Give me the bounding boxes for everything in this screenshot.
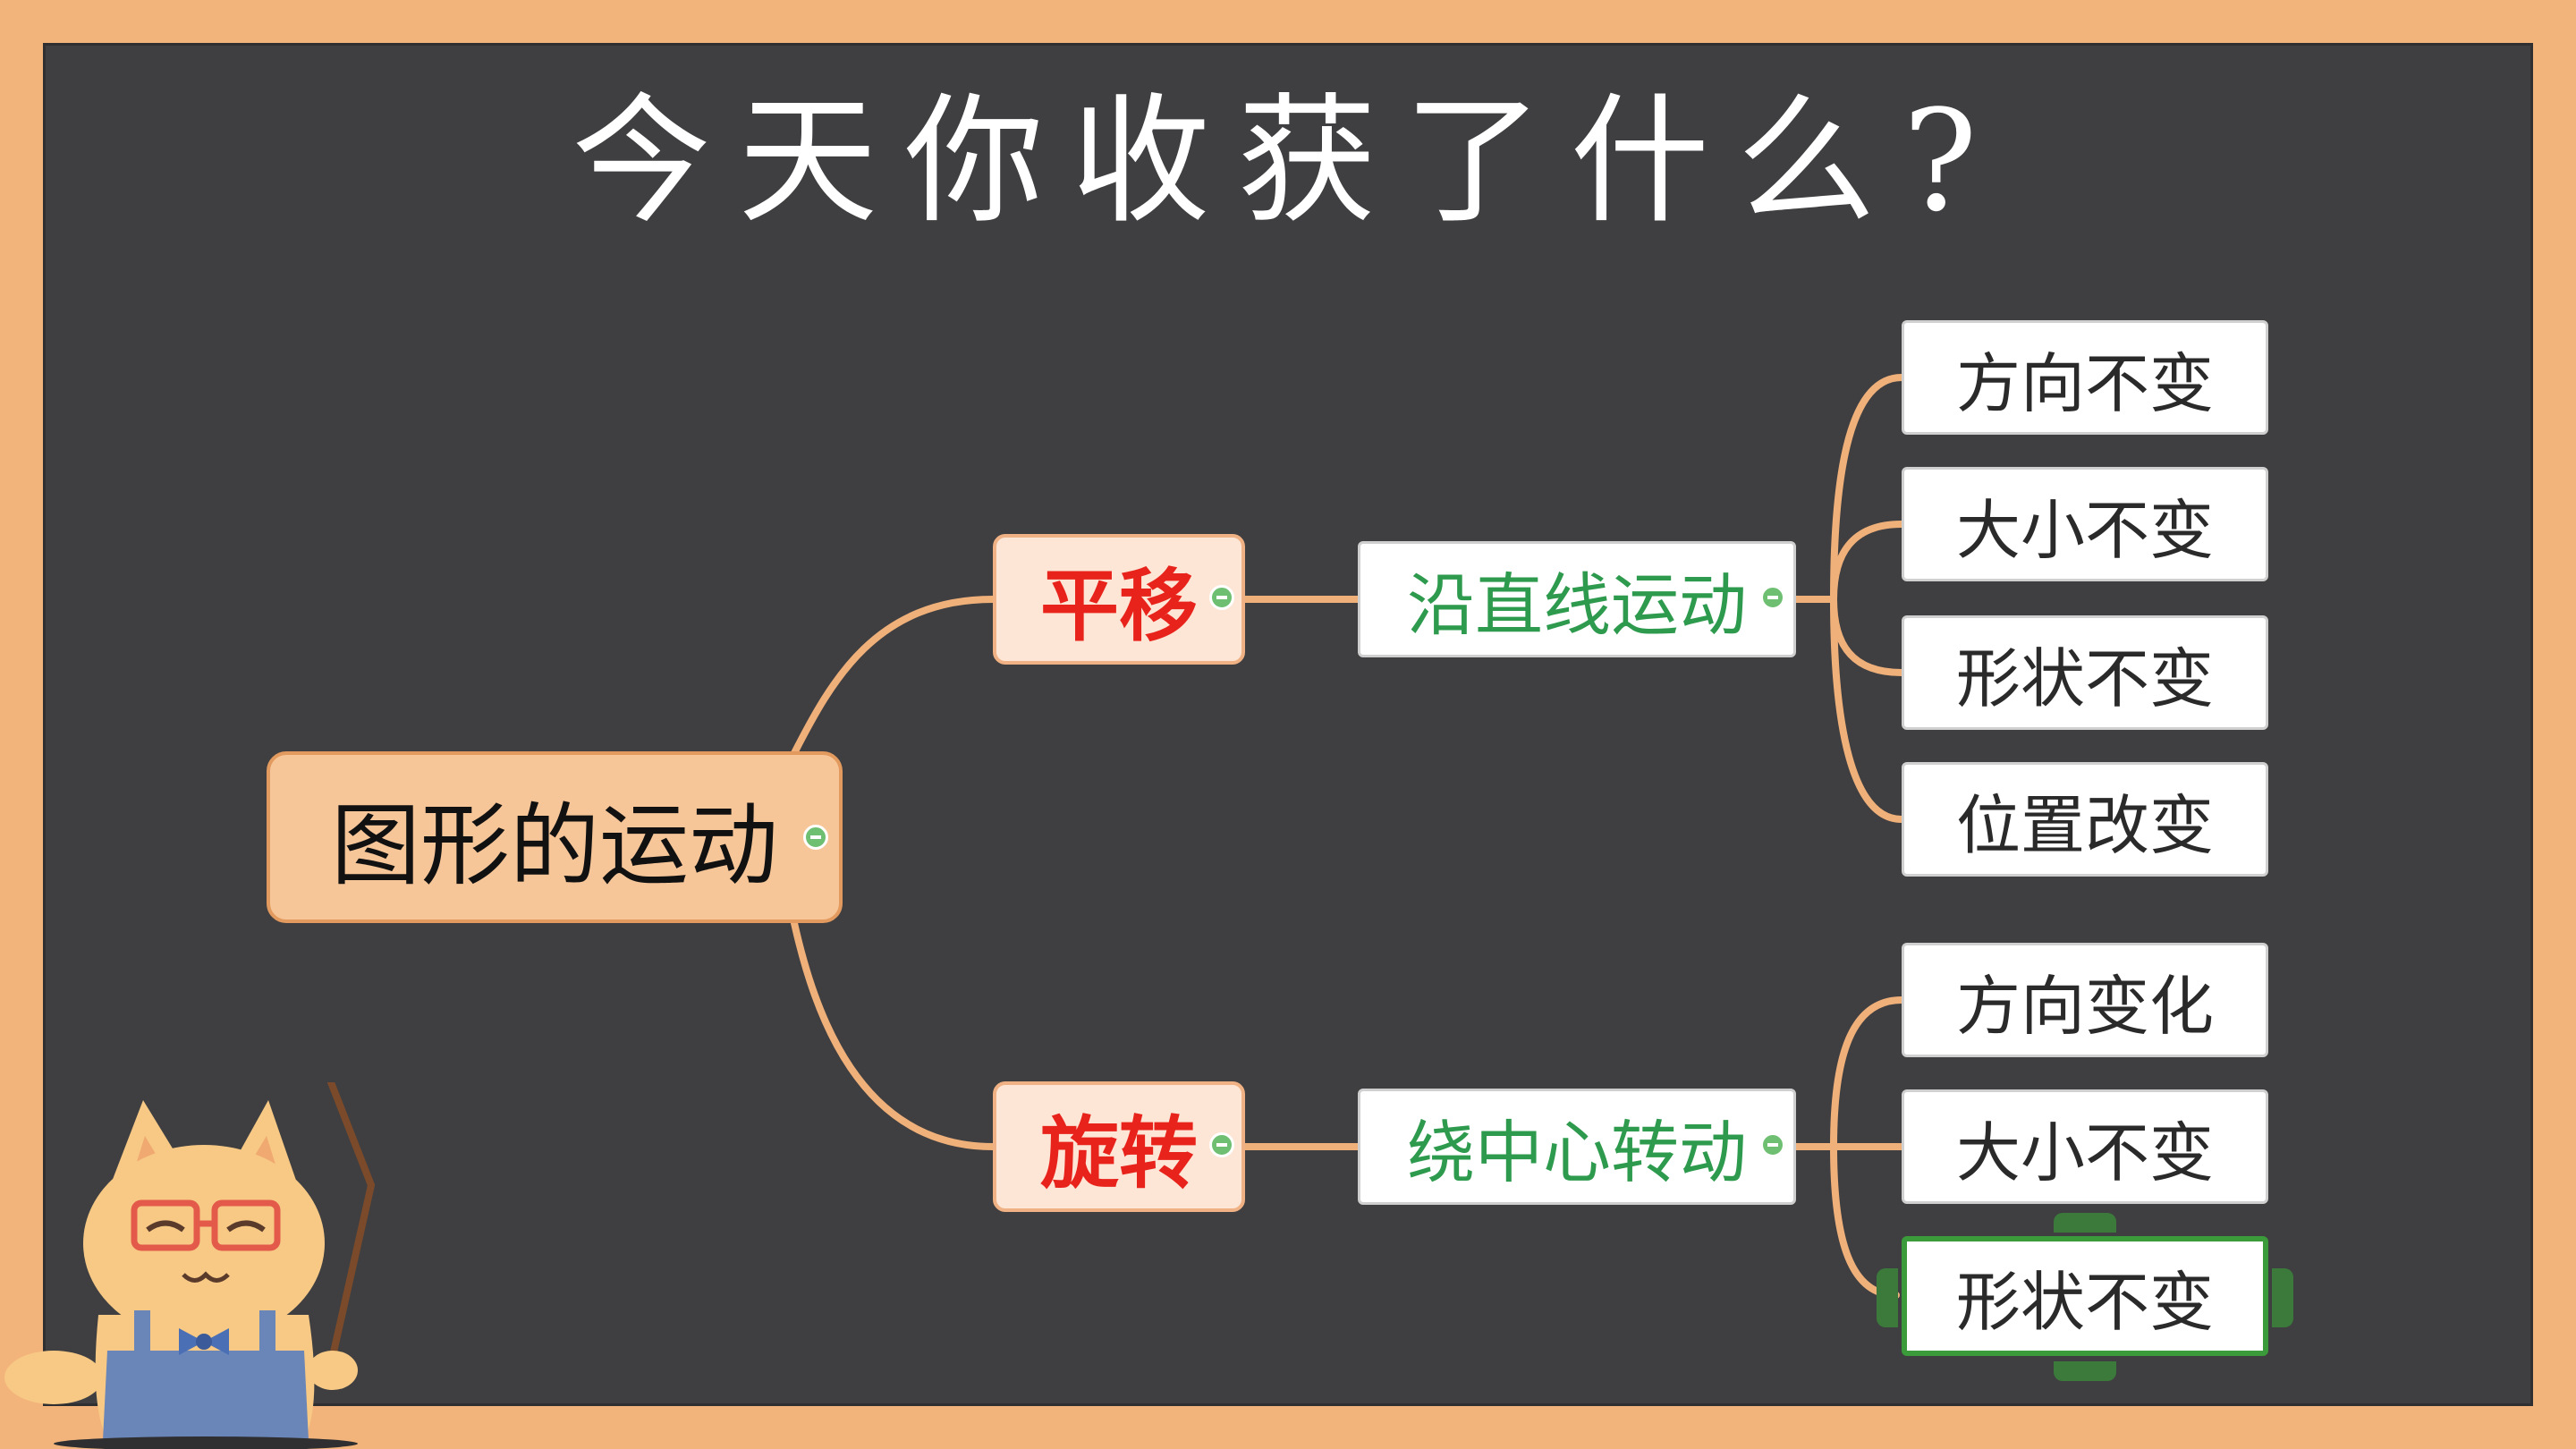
sub-node-center-rotation[interactable]: 绕中心转动 xyxy=(1358,1089,1796,1205)
leaf-label: 形状不变 xyxy=(1955,640,2214,716)
collapse-icon[interactable] xyxy=(1760,585,1785,610)
leaf-node-selected[interactable]: 形状不变 xyxy=(1902,1236,2268,1356)
connector-root-rotate xyxy=(791,919,996,1150)
collapse-icon[interactable] xyxy=(1209,1132,1234,1157)
connector-leaf-4 xyxy=(1830,596,1905,823)
sub-label: 绕中心转动 xyxy=(1407,1113,1747,1192)
add-child-handle[interactable] xyxy=(2054,1361,2116,1381)
leaf-node[interactable]: 方向不变 xyxy=(1902,320,2268,435)
connector-root-translate xyxy=(791,596,996,757)
add-right-handle[interactable] xyxy=(2272,1268,2293,1327)
sub-label: 沿直线运动 xyxy=(1407,565,1747,645)
leaf-label: 大小不变 xyxy=(1955,492,2214,568)
leaf-label: 方向不变 xyxy=(1955,345,2214,421)
connector-leaf-2 xyxy=(1830,521,1905,603)
leaf-node[interactable]: 大小不变 xyxy=(1902,1089,2268,1204)
root-node[interactable]: 图形的运动 xyxy=(267,751,843,923)
leaf-node[interactable]: 大小不变 xyxy=(1902,467,2268,581)
connector-leaf-5 xyxy=(1791,996,1905,1150)
branch-node-translate[interactable]: 平移 xyxy=(993,534,1245,665)
leaf-node[interactable]: 位置改变 xyxy=(1902,762,2268,877)
leaf-node[interactable]: 形状不变 xyxy=(1902,615,2268,730)
leaf-label: 大小不变 xyxy=(1955,1114,2214,1191)
sub-node-straight-line[interactable]: 沿直线运动 xyxy=(1358,541,1796,657)
root-label: 图形的运动 xyxy=(331,792,778,898)
leaf-label: 形状不变 xyxy=(1955,1264,2214,1340)
branch-label: 平移 xyxy=(1039,559,1198,652)
collapse-icon[interactable] xyxy=(1760,1132,1785,1157)
collapse-icon[interactable] xyxy=(1209,585,1234,610)
branch-node-rotate[interactable]: 旋转 xyxy=(993,1081,1245,1212)
add-left-handle[interactable] xyxy=(1877,1268,1898,1327)
cat-teacher-icon xyxy=(4,1082,375,1449)
page-title: 今天你收获了什么? xyxy=(572,80,2004,242)
leaf-node[interactable]: 方向变化 xyxy=(1902,943,2268,1057)
connector-leaf-3 xyxy=(1830,596,1905,676)
connector-leaf-1 xyxy=(1791,374,1905,603)
leaf-label: 方向变化 xyxy=(1955,968,2214,1044)
branch-label: 旋转 xyxy=(1039,1106,1198,1199)
collapse-icon[interactable] xyxy=(803,825,828,850)
leaf-label: 位置改变 xyxy=(1955,787,2214,863)
add-parent-handle[interactable] xyxy=(2054,1213,2116,1233)
